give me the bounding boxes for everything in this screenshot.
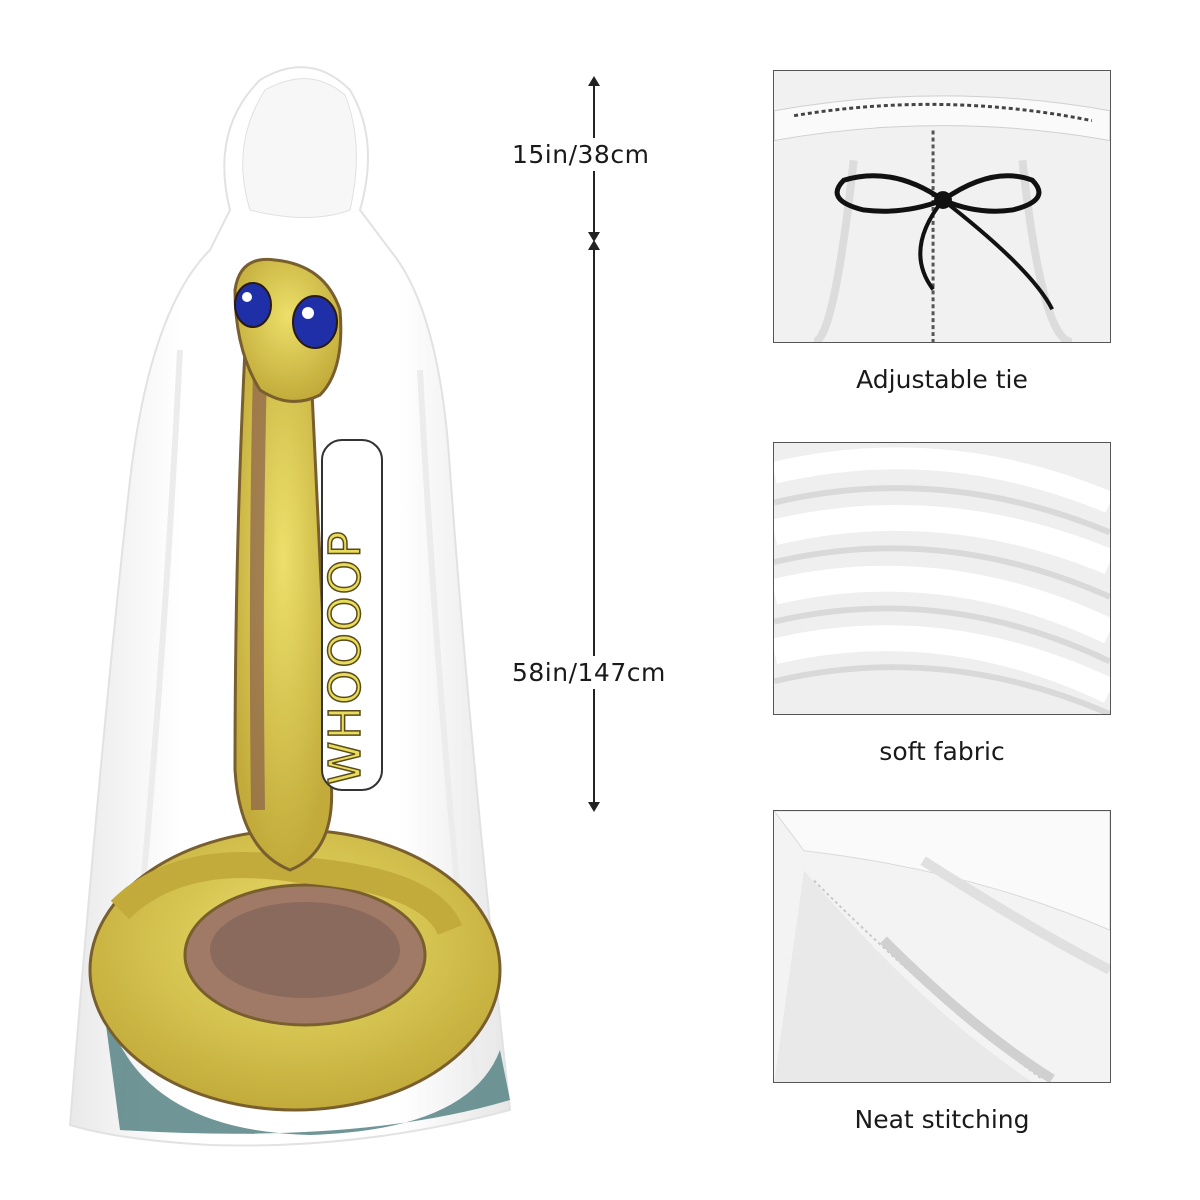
fabric-folds-photo	[773, 442, 1111, 715]
body-measurement-label: 58in/147cm	[512, 656, 666, 689]
detail-caption: Neat stitching	[854, 1105, 1030, 1134]
detail-neat-stitching: Neat stitching	[773, 810, 1111, 1134]
arrow-up-icon	[588, 240, 600, 250]
drawstring-tie-photo	[773, 70, 1111, 343]
detail-soft-fabric: soft fabric	[773, 442, 1111, 766]
arrow-down-icon	[588, 802, 600, 812]
arrow-up-icon	[588, 76, 600, 86]
hood-measurement-label: 15in/38cm	[512, 138, 650, 171]
hood-measurement: 15in/38cm	[512, 76, 650, 242]
hem-stitching-photo	[773, 810, 1111, 1083]
cloak-print-text: WHOOOOP	[320, 529, 371, 785]
body-measurement: 58in/147cm	[512, 240, 666, 812]
detail-caption: soft fabric	[879, 737, 1005, 766]
detail-caption: Adjustable tie	[856, 365, 1028, 394]
cloak-illustration: WHOOOOP	[68, 66, 512, 1147]
detail-adjustable-tie: Adjustable tie	[773, 70, 1111, 394]
measure-line	[593, 250, 595, 802]
cloak-product-image: WHOOOOP	[60, 50, 520, 1150]
arrow-down-icon	[588, 232, 600, 242]
